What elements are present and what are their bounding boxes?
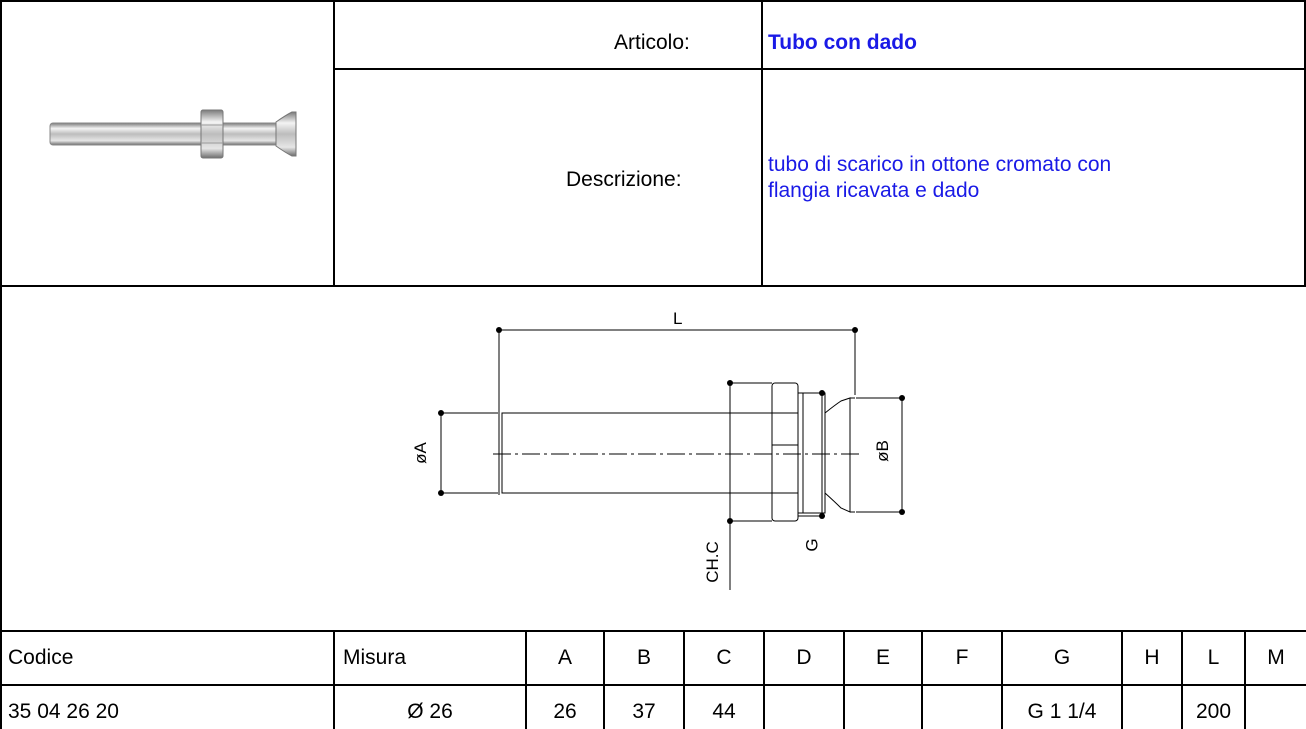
header-codice: Codice xyxy=(8,646,74,669)
article-value: Tubo con dado xyxy=(768,31,917,54)
header-g: G xyxy=(1053,646,1071,669)
description-line-1: tubo di scarico in ottone cromato con xyxy=(768,153,1112,176)
border-left xyxy=(0,0,2,729)
col-sep xyxy=(1121,630,1123,729)
header-c: C xyxy=(716,646,732,669)
border-under-header xyxy=(0,285,1306,287)
col-sep xyxy=(1181,630,1183,729)
dimension-label-b: øB xyxy=(872,440,892,462)
border-table-top xyxy=(0,630,1306,632)
dimension-label-l: L xyxy=(673,309,683,328)
header-a: A xyxy=(557,646,572,669)
col-sep xyxy=(525,630,527,729)
product-photo xyxy=(49,109,297,159)
row-g: G 1 1/4 xyxy=(1027,700,1097,723)
col-sep xyxy=(333,630,335,729)
border-photo-right xyxy=(333,0,335,285)
border-top xyxy=(0,0,1306,2)
header-l: L xyxy=(1207,646,1220,669)
row-l: 200 xyxy=(1195,700,1232,723)
border-table-mid xyxy=(0,684,1306,686)
row-codice: 35 04 26 20 xyxy=(8,700,119,723)
row-b: 37 xyxy=(632,700,656,723)
description-label: Descrizione: xyxy=(566,168,682,191)
header-e: E xyxy=(875,646,890,669)
col-sep xyxy=(763,630,765,729)
description-line-2: flangia ricavata e dado xyxy=(768,179,980,202)
col-sep xyxy=(843,630,845,729)
col-sep xyxy=(1244,630,1246,729)
border-label-right xyxy=(761,0,763,285)
article-label: Articolo: xyxy=(614,31,690,54)
border-right xyxy=(1304,0,1306,285)
border-under-article xyxy=(333,68,1306,70)
col-sep xyxy=(921,630,923,729)
dimension-label-g: G xyxy=(802,538,822,552)
header-misura: Misura xyxy=(343,646,407,669)
header-m: M xyxy=(1267,646,1285,669)
dimension-label-a: øA xyxy=(410,442,430,464)
row-c: 44 xyxy=(712,700,736,723)
header-h: H xyxy=(1144,646,1160,669)
row-misura: Ø 26 xyxy=(407,700,453,723)
col-sep xyxy=(1001,630,1003,729)
col-sep xyxy=(683,630,685,729)
row-a: 26 xyxy=(553,700,577,723)
dimension-label-chc: CH.C xyxy=(702,541,722,583)
header-d: D xyxy=(796,646,812,669)
header-f: F xyxy=(955,646,969,669)
header-b: B xyxy=(636,646,651,669)
col-sep xyxy=(603,630,605,729)
